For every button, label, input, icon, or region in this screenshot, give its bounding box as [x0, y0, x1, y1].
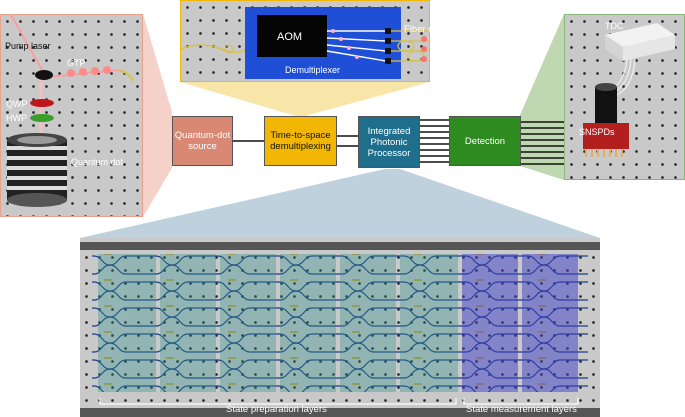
source-panel: Pump laser GTP QWP HWP Quantum dot: [0, 14, 143, 217]
detection-box-line1: Detection: [464, 135, 506, 147]
prep-layer-5: [340, 254, 396, 392]
source-box-line2: source: [188, 141, 217, 152]
meas-layer-1: [462, 254, 518, 392]
processor-box-line1: Integrated: [367, 125, 411, 137]
meas-layer-2: [522, 254, 578, 392]
demultiplexer-label: Demultiplexer: [285, 65, 341, 75]
photonic-processor-box: Integrated Photonic Processor: [358, 116, 420, 168]
prep-layer-3: [220, 254, 276, 392]
snspd-icon: [583, 83, 629, 157]
detection-panel: TDC SNSPDs: [564, 14, 685, 180]
pump-laser-label: Pump laser: [5, 41, 51, 51]
snspds-label: SNSPDs: [579, 127, 615, 137]
tdc-icon: [605, 23, 675, 61]
chip-illustration: [80, 242, 600, 417]
demux-wedge: [180, 82, 430, 116]
gtp-label: GTP: [67, 58, 86, 68]
state-measurement-label: State measurement layers: [466, 404, 577, 415]
prep-layer-1: [98, 254, 156, 392]
processor-wedge: [80, 169, 600, 238]
state-preparation-label: State preparation layers: [226, 404, 327, 415]
prep-layer-2: [160, 254, 216, 392]
processor-box-line3: Processor: [367, 147, 411, 159]
demux-illustration: [181, 7, 429, 79]
qwp-plate: [30, 99, 54, 107]
demux-box-line1: Time-to-space: [270, 130, 331, 141]
mirror-icon: [35, 70, 53, 80]
demux-box-line2: demultiplexing: [270, 141, 331, 152]
hwp-plate: [30, 114, 54, 122]
chip-panel: State preparation layers State measureme…: [80, 238, 600, 417]
prep-layer-4: [280, 254, 336, 392]
tdc-label: TDC: [605, 21, 624, 31]
qwp-label: QWP: [6, 99, 28, 109]
demultiplexing-box: Time-to-space demultiplexing: [264, 116, 337, 166]
quantum-dot-source-box: Quantum-dot source: [172, 116, 233, 166]
detection-illustration: [583, 23, 675, 157]
demux-panel: AOM Demultiplexer Fiber delays: [180, 0, 430, 82]
detection-wedge: [520, 14, 564, 180]
processor-box-line2: Photonic: [370, 136, 408, 148]
cryostat-icon: [7, 133, 67, 207]
prep-layer-6: [400, 254, 458, 392]
aom-label: AOM: [277, 31, 303, 43]
source-box-line1: Quantum-dot: [174, 130, 231, 141]
source-wedge: [143, 14, 172, 217]
source-illustration: [7, 15, 134, 207]
hwp-label: HWP: [6, 113, 27, 123]
fiber-delays-text: Fiber delays: [404, 24, 456, 35]
quantum-dot-label: Quantum dot: [71, 157, 124, 167]
aom-block: [257, 15, 327, 57]
detection-box: Detection: [449, 116, 521, 166]
